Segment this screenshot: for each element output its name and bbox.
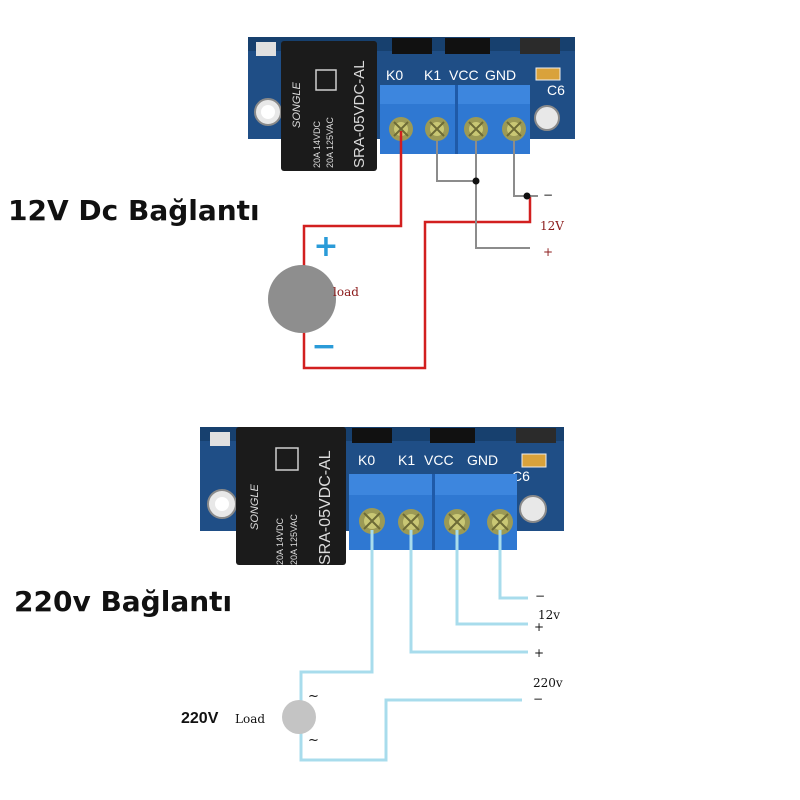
smd-component bbox=[445, 38, 490, 54]
relay-body bbox=[281, 41, 377, 171]
screw-terminal-vcc bbox=[464, 117, 488, 141]
ul-mark bbox=[275, 447, 299, 471]
ac-tilde-top: ~ bbox=[308, 689, 319, 704]
ac-wiring bbox=[299, 530, 528, 762]
junction-dot bbox=[472, 177, 480, 185]
smd-component bbox=[352, 428, 392, 443]
junction-dot bbox=[523, 192, 531, 200]
supply-voltage-label: 12V bbox=[540, 219, 564, 233]
dc-plus-label: + bbox=[534, 620, 544, 634]
relay-rating-2: 20A 125VAC bbox=[325, 117, 335, 168]
pin-label-k0: K0 bbox=[358, 452, 375, 468]
capacitor-label: C6 bbox=[547, 82, 565, 98]
pin-label-vcc: VCC bbox=[449, 67, 479, 83]
pin-label-gnd: GND bbox=[467, 452, 498, 468]
pin-label-gnd: GND bbox=[485, 67, 516, 83]
relay-body bbox=[236, 427, 346, 565]
ac-tilde-bottom: ~ bbox=[308, 733, 319, 748]
screw-terminal-gnd bbox=[502, 117, 526, 141]
ac-load-wire bbox=[299, 530, 522, 762]
ac-load-voltage-label: 220V bbox=[181, 710, 219, 727]
load-minus-sign: − bbox=[311, 329, 336, 364]
ac-connection-section: 220v Bağlantı C6 K0 K1 VCC GND SONGLE 20… bbox=[14, 427, 564, 762]
supply-plus-label: + bbox=[543, 245, 553, 259]
screw-terminal-k0 bbox=[359, 508, 385, 534]
relay-rating-1: 20A 14VDC bbox=[312, 120, 322, 168]
terminal-block-top bbox=[380, 85, 530, 154]
relay-bottom: SONGLE 20A 14VDC 20A 125VAC SRA-05VDC-AL bbox=[236, 427, 346, 565]
pin-label-vcc: VCC bbox=[424, 452, 454, 468]
smd-component bbox=[520, 38, 560, 54]
relay-model: SRA-05VDC-AL bbox=[351, 60, 368, 168]
load-plus-sign: + bbox=[313, 229, 338, 264]
smd-component bbox=[430, 428, 475, 443]
mounting-hole bbox=[534, 105, 560, 131]
screw-terminal-k1 bbox=[398, 509, 424, 535]
load-wire-red bbox=[302, 131, 532, 370]
ac-section-title: 220v Bağlantı bbox=[14, 585, 232, 618]
pin-label-k0: K0 bbox=[386, 67, 403, 83]
screw-terminal-vcc bbox=[444, 509, 470, 535]
terminal-block-bottom bbox=[349, 474, 517, 550]
dc-plus-wire bbox=[455, 530, 528, 626]
pin-label-k1: K1 bbox=[424, 67, 441, 83]
ac-plus-label: + bbox=[534, 646, 544, 660]
ul-mark bbox=[315, 69, 337, 91]
screw-terminal-k1 bbox=[425, 117, 449, 141]
relay-top: SONGLE 20A 14VDC 20A 125VAC SRA-05VDC-AL bbox=[281, 41, 377, 171]
supply-minus-label: − bbox=[543, 188, 553, 202]
dc-section-title: 12V Dc Bağlantı bbox=[8, 194, 260, 227]
capacitor bbox=[521, 453, 547, 468]
ac-live-wire bbox=[409, 530, 528, 654]
dc-minus-label: − bbox=[535, 589, 545, 603]
relay-rating-2: 20A 125VAC bbox=[289, 514, 299, 565]
smd-component bbox=[516, 428, 556, 443]
k1-vcc-bridge-wire bbox=[436, 141, 476, 182]
dc-voltage-label: 12v bbox=[538, 608, 560, 622]
dc-connection-section: 12V Dc Bağlantı C6 K0 K1 VCC GND SONGLE … bbox=[8, 37, 575, 370]
dc-load-label: load bbox=[333, 285, 359, 299]
capacitor bbox=[535, 67, 561, 81]
relay-brand: SONGLE bbox=[291, 81, 303, 128]
relay-brand: SONGLE bbox=[249, 483, 261, 530]
relay-model: SRA-05VDC-AL bbox=[317, 450, 334, 565]
ac-load-icon bbox=[282, 700, 316, 734]
pin-label-k1: K1 bbox=[398, 452, 415, 468]
dc-minus-wire bbox=[498, 530, 528, 600]
supply-plus-wire bbox=[475, 141, 530, 249]
mounting-hole bbox=[519, 495, 547, 523]
screw-terminal-gnd bbox=[487, 509, 513, 535]
relay-rating-1: 20A 14VDC bbox=[275, 517, 285, 565]
ac-voltage-label: 220v bbox=[533, 676, 563, 690]
ac-load-label: Load bbox=[235, 712, 265, 726]
dc-load-icon bbox=[268, 265, 336, 333]
ac-minus-label: − bbox=[533, 692, 543, 706]
screw-terminal-k0 bbox=[389, 117, 413, 141]
smd-component bbox=[392, 38, 432, 54]
